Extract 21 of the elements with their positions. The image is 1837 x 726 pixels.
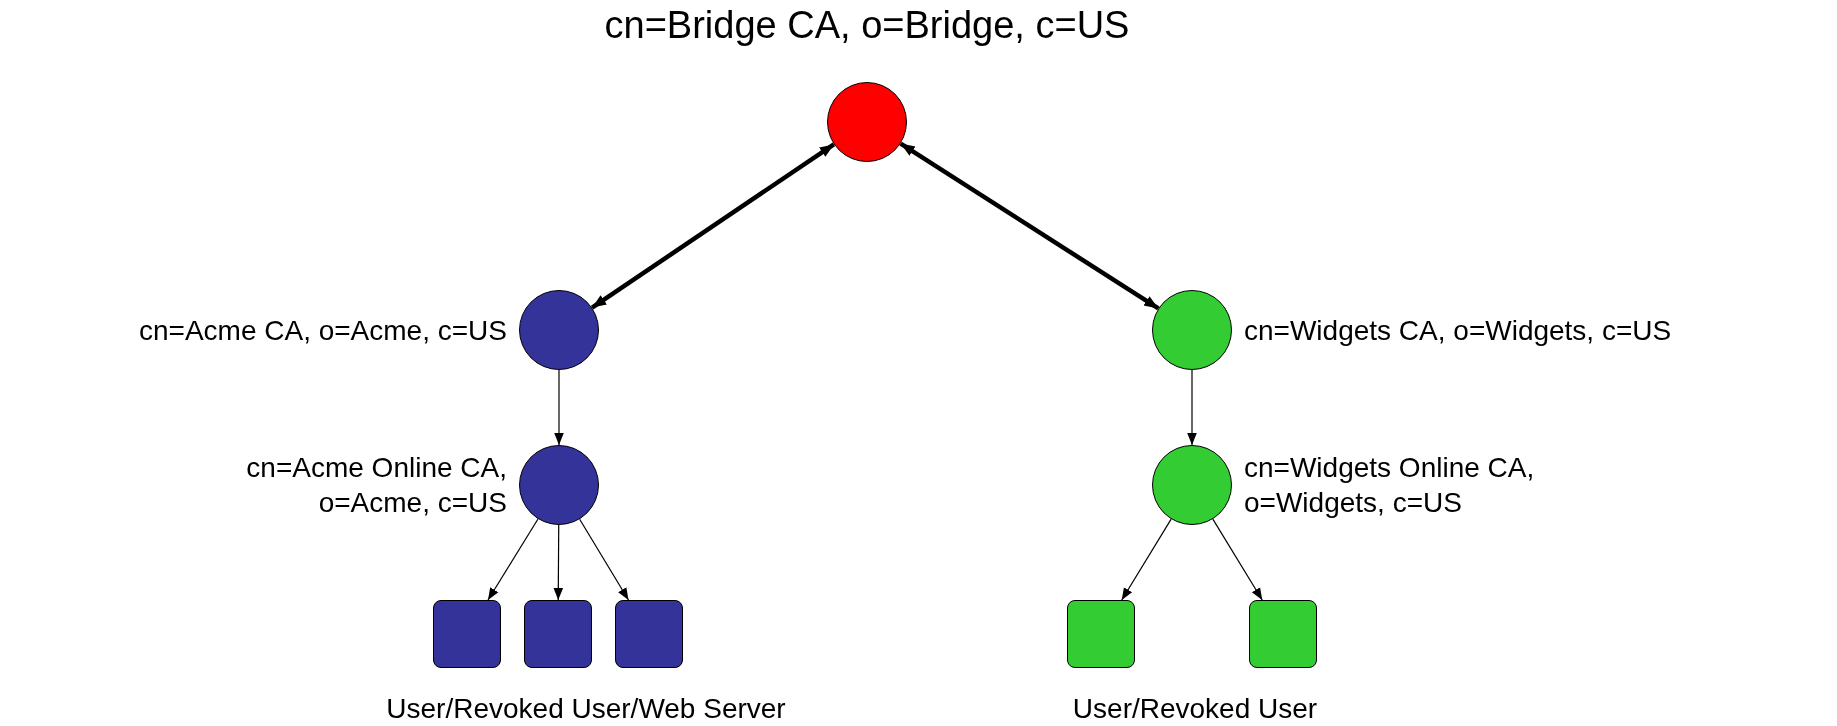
ca-name: cn=Acme Online CA, o=Acme, c=US	[245, 451, 507, 520]
arrow	[1187, 369, 1197, 446]
ca-name: cn=Acme CA, o=Acme, c=US	[138, 313, 507, 348]
arrow	[554, 369, 564, 446]
entity-square	[1067, 600, 1135, 668]
ca-name: cn=Widgets CA, o=Widgets, c=US	[1244, 313, 1672, 348]
arrow	[579, 518, 630, 601]
entity-square	[615, 600, 683, 668]
group-label: User/Revoked User	[1072, 692, 1318, 726]
ca-name: cn=Bridge CA, o=Bridge, c=US	[604, 3, 1130, 48]
entity-square	[524, 600, 592, 668]
arrow	[1212, 518, 1263, 601]
arrow	[1121, 518, 1172, 601]
group-label: User/Revoked User/Web Server	[386, 692, 786, 726]
entity-square	[433, 600, 501, 668]
arrow	[590, 142, 836, 310]
ca-name: cn=Widgets Online CA, o=Widgets, c=US	[1244, 451, 1536, 520]
entity-square	[1249, 600, 1317, 668]
arrow	[487, 518, 539, 601]
arrow	[899, 141, 1160, 311]
arrow	[553, 524, 564, 601]
